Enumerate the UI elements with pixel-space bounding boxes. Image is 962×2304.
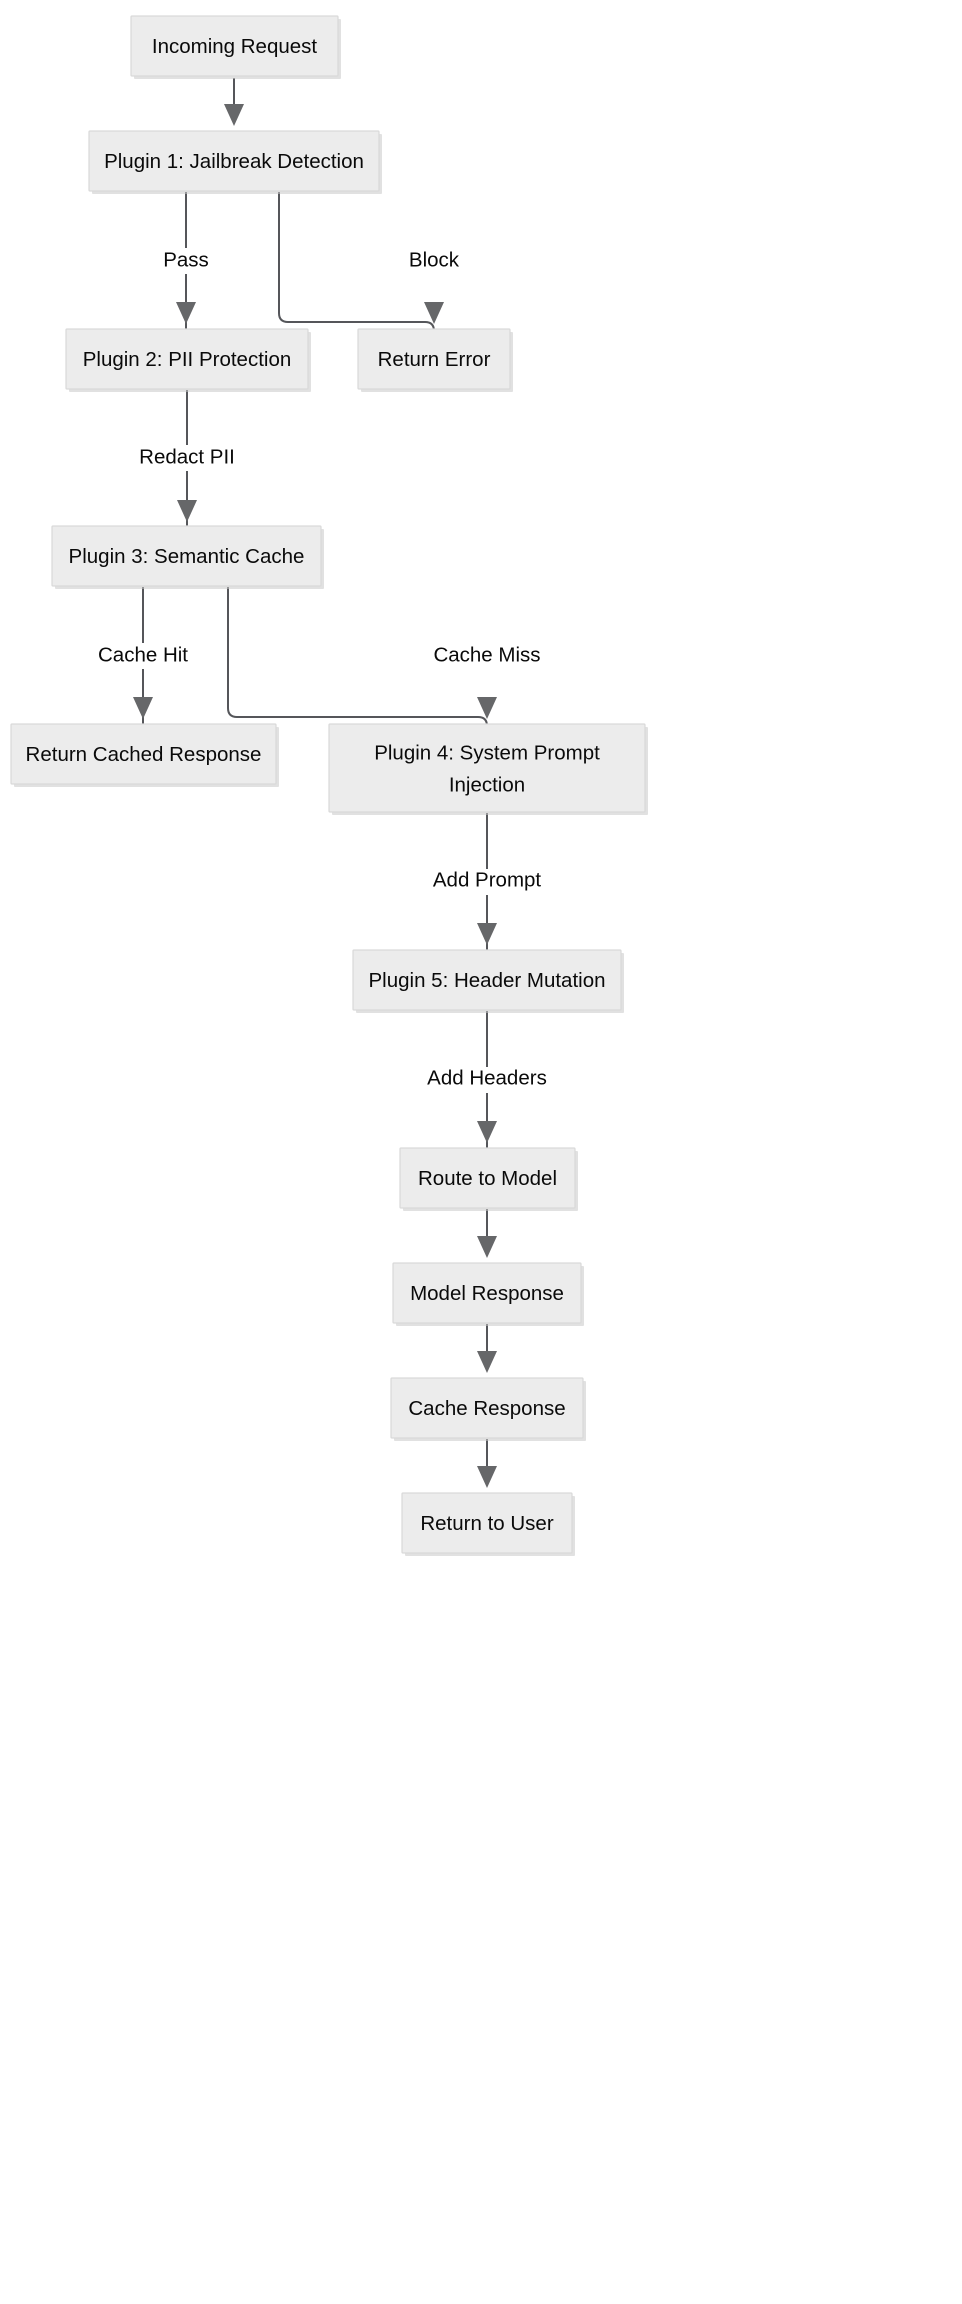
edge-label-redact-pii: Redact PII	[139, 445, 235, 468]
node-label-plugin5: Plugin 5: Header Mutation	[368, 969, 605, 992]
edge-label-bg-cache-hit	[90, 643, 196, 669]
edge-label-bg-redact-pii	[133, 445, 241, 471]
edge-plugin2-to-plugin3: Redact PII	[133, 390, 241, 563]
edge-label-add-headers: Add Headers	[427, 1066, 547, 1089]
node-label-plugin2: Plugin 2: PII Protection	[83, 348, 292, 371]
edge-label-cache-miss: Cache Miss	[433, 643, 540, 666]
node-model-response[interactable]: Model Response	[392, 1262, 584, 1326]
node-label-route-to-model: Route to Model	[418, 1167, 557, 1190]
node-label-return-error: Return Error	[378, 348, 491, 371]
edge-route-to-model-to-model-response	[477, 1209, 497, 1258]
edge-plugin3-to-plugin4: Cache Miss	[227, 587, 547, 760]
edge-label-add-prompt: Add Prompt	[433, 868, 542, 891]
node-label-return-cached-response: Return Cached Response	[26, 743, 262, 766]
edge-plugin1-to-plugin2: Pass	[153, 192, 219, 365]
node-layer: Incoming Request Plugin 1: Jailbreak Det…	[10, 15, 648, 1556]
node-label-cache-response: Cache Response	[408, 1397, 565, 1420]
edge-label-bg-pass	[153, 248, 219, 274]
edge-plugin4-to-plugin5: Add Prompt	[429, 813, 547, 986]
node-cache-response[interactable]: Cache Response	[390, 1377, 586, 1441]
edge-cache-response-to-return-to-user	[477, 1439, 497, 1488]
node-label-incoming-request: Incoming Request	[152, 35, 318, 58]
edge-label-bg-add-prompt	[429, 869, 547, 895]
node-incoming-request[interactable]: Incoming Request	[130, 15, 341, 79]
edge-plugin1-to-return-error: Block	[278, 192, 470, 365]
node-route-to-model[interactable]: Route to Model	[399, 1147, 578, 1211]
node-label-plugin3: Plugin 3: Semantic Cache	[69, 545, 305, 568]
node-label-plugin1: Plugin 1: Jailbreak Detection	[104, 150, 364, 173]
node-plugin3[interactable]: Plugin 3: Semantic Cache	[51, 525, 324, 589]
edge-label-bg-add-headers	[426, 1067, 550, 1093]
edge-incoming-request-to-plugin1	[224, 78, 244, 126]
edge-label-block: Block	[409, 248, 460, 271]
node-plugin2[interactable]: Plugin 2: PII Protection	[65, 328, 311, 392]
edge-label-cache-hit: Cache Hit	[98, 643, 188, 666]
node-label-model-response: Model Response	[410, 1282, 564, 1305]
edge-label-pass: Pass	[163, 248, 209, 271]
node-label-plugin4-line1: Plugin 4: System Prompt	[374, 741, 600, 764]
edge-label-bg-cache-miss	[429, 643, 547, 669]
node-return-to-user[interactable]: Return to User	[401, 1492, 575, 1556]
edge-label-bg-block	[398, 248, 470, 274]
node-return-error[interactable]: Return Error	[357, 328, 513, 392]
edge-model-response-to-cache-response	[477, 1324, 497, 1373]
node-plugin4[interactable]: Plugin 4: System Prompt Injection	[328, 723, 648, 815]
node-return-cached-response[interactable]: Return Cached Response	[10, 723, 279, 787]
node-label-plugin4-line2: Injection	[449, 773, 525, 796]
node-plugin1[interactable]: Plugin 1: Jailbreak Detection	[88, 130, 382, 194]
edge-plugin5-to-route-to-model: Add Headers	[426, 1011, 550, 1184]
node-label-return-to-user: Return to User	[420, 1512, 553, 1535]
node-plugin5[interactable]: Plugin 5: Header Mutation	[352, 949, 624, 1013]
